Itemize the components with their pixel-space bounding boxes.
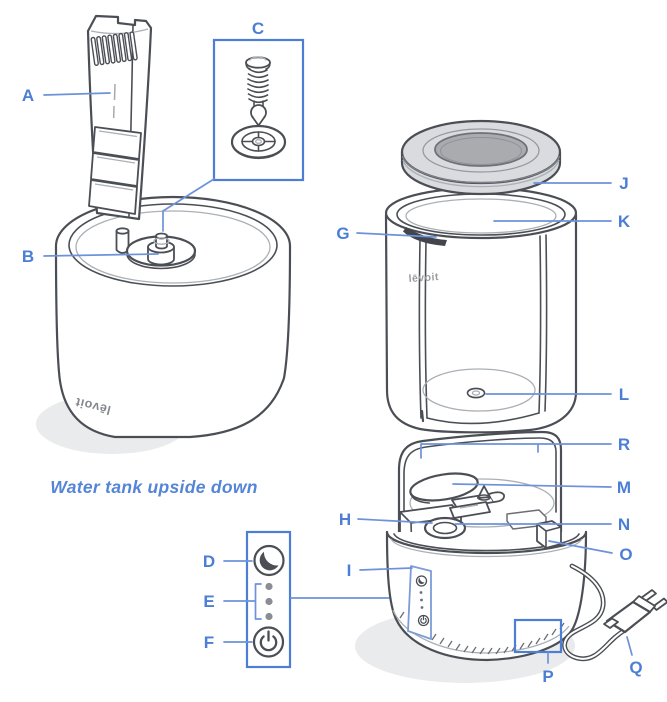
cord-boot — [603, 617, 619, 629]
tank-rim-inner2 — [75, 210, 271, 284]
power-icon-small — [420, 615, 427, 624]
part-label-g: G — [336, 224, 349, 243]
part-label-p: P — [542, 667, 553, 686]
transducer-well — [423, 516, 467, 540]
gasket-spokes — [241, 131, 276, 152]
part-label-r: R — [618, 435, 630, 454]
tank-cap — [125, 232, 197, 270]
valve-detail-box — [162, 38, 305, 232]
part-label-a: A — [22, 86, 34, 105]
part-label-j: J — [619, 174, 628, 193]
leader-line-o — [548, 540, 613, 554]
mist-tube-vents — [90, 31, 138, 66]
control-panel-detail: D E F — [203, 530, 410, 669]
tank-peg-top — [115, 227, 130, 235]
lid — [400, 119, 562, 196]
part-label-n: N — [618, 515, 630, 534]
part-label-l: L — [619, 385, 629, 404]
indicator-dots-small — [419, 591, 424, 609]
part-label-q: Q — [629, 658, 642, 677]
tank-mouth — [384, 186, 578, 240]
base-notch — [536, 520, 562, 549]
plug-prong — [652, 597, 667, 611]
spring-valve — [245, 56, 271, 127]
basin-floor-line — [409, 478, 555, 528]
night-light-button-small — [415, 575, 428, 587]
moon-icon-small — [418, 577, 425, 585]
part-label-m: M — [617, 478, 631, 497]
part-label-f: F — [204, 633, 214, 652]
part-label-b: B — [22, 247, 34, 266]
part-label-i: I — [347, 561, 352, 580]
leader-line-q — [626, 636, 633, 656]
tank-interior-walls — [418, 234, 548, 419]
tank-body — [384, 213, 578, 434]
power-icon — [259, 630, 278, 652]
part-label-d: D — [203, 552, 215, 571]
air-vent-highlight-box — [513, 618, 563, 654]
bracket-e — [254, 583, 262, 620]
mist-tube-centerline — [112, 83, 116, 119]
mist-tube — [86, 14, 153, 221]
leader-line-i — [359, 567, 413, 571]
lid-opening — [434, 132, 528, 167]
base-control-panel — [407, 565, 432, 640]
mist-level-indicator-dots — [265, 582, 273, 621]
power-cord — [562, 563, 628, 662]
leader-line-m — [452, 483, 612, 488]
mist-tube-baffles — [88, 126, 142, 215]
part-label-k: K — [618, 212, 631, 231]
part-label-e: E — [203, 592, 214, 611]
moon-icon — [259, 551, 279, 571]
water-valve-inside — [466, 387, 486, 399]
leader-line-h — [357, 518, 433, 524]
water-tank: lēvoit — [384, 186, 578, 434]
tank-front-mark — [420, 409, 425, 423]
water-tank-upside-down-figure: lēvoit — [22, 14, 305, 497]
brand-logo: lēvoit — [408, 271, 439, 285]
valve-gasket — [230, 124, 287, 160]
part-label-c: C — [252, 19, 264, 38]
figure-caption: Water tank upside down — [50, 477, 258, 497]
leader-line-b — [43, 253, 159, 257]
float-lid — [409, 472, 479, 504]
part-label-h: H — [339, 510, 351, 529]
leader-line-a — [43, 92, 111, 96]
part-label-o: O — [619, 545, 632, 564]
power-plug — [603, 589, 667, 634]
leader-line-c — [162, 178, 215, 232]
power-button-small — [417, 614, 430, 627]
power-button — [252, 626, 285, 658]
night-light-button — [253, 544, 285, 577]
float-lever — [449, 485, 505, 519]
base-body — [385, 530, 588, 662]
exploded-humidifier-figure: lēvoit G J — [336, 119, 667, 686]
leader-line-g — [356, 232, 437, 238]
bracket-r — [420, 443, 612, 459]
